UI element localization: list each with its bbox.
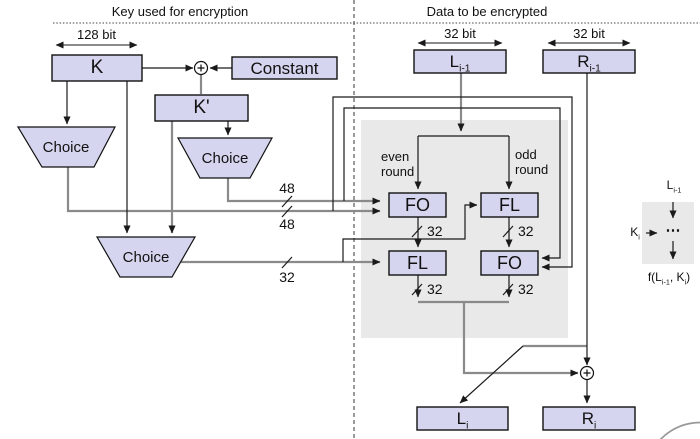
label-choice3: Choice — [122, 249, 170, 266]
label-bus32-fo-even: 32 — [427, 223, 443, 239]
slash-48-upper — [281, 195, 293, 208]
fo-even-box — [388, 192, 447, 218]
mini-out-p2: , K — [669, 270, 685, 284]
li-box — [416, 406, 509, 431]
mini-ellipsis-icon: ⋯ — [665, 222, 681, 239]
fl-even-box — [388, 250, 447, 276]
mini-out-s1: i-1 — [661, 277, 670, 287]
section-title-data: Data to be encrypted — [426, 4, 548, 19]
label-k: K — [90, 57, 104, 78]
wire-32-branch-to-fl-odd — [342, 201, 478, 262]
label-choice2: Choice — [201, 150, 249, 167]
mini-out-p3: ) — [686, 270, 691, 284]
section-title-key: Key used for encryption — [111, 4, 249, 19]
label-32bit-right: 32 bit — [573, 26, 605, 41]
slash-32-fl-even — [411, 283, 423, 296]
label-ri: Ri — [543, 409, 635, 432]
choice1-shape — [16, 126, 116, 168]
slash-32-fo-odd — [502, 283, 514, 296]
mini-out-p1: f(L — [647, 270, 662, 284]
label-constant: Constant — [250, 59, 319, 78]
mini-input-main: L — [666, 178, 674, 192]
label-bus32-fl-odd: 32 — [518, 223, 534, 239]
wire-48-outer-routing — [332, 96, 573, 271]
odd-line2: round — [515, 161, 549, 177]
label-choice1: Choice — [42, 139, 90, 156]
k-box — [51, 54, 143, 82]
wire-choice1-to-fo-even — [66, 167, 381, 215]
choice-trapezoids — [16, 126, 274, 278]
lprev-box — [413, 49, 507, 74]
label-bus48-upper: 48 — [279, 180, 295, 196]
register-boxes — [51, 49, 636, 431]
choice2-shape — [176, 137, 274, 179]
wire-choice2-to-fo-even — [226, 178, 381, 205]
rprev-main: R — [577, 52, 590, 71]
lprev-main: L — [449, 52, 460, 71]
choice3-shape — [95, 236, 197, 278]
label-rprev: Ri-1 — [543, 52, 635, 75]
corner-arc-decoration — [659, 421, 700, 439]
mini-key-main: K — [630, 225, 639, 239]
even-line2: round — [381, 163, 415, 179]
slash-48-lower — [281, 205, 293, 218]
mini-input-sub: i-1 — [673, 185, 682, 195]
lprev-sub: i-1 — [459, 63, 471, 75]
ri-main: R — [581, 409, 594, 428]
fl-odd-box — [480, 192, 539, 218]
label-bus32-fo-odd: 32 — [518, 281, 534, 297]
label-32bit-left: 32 bit — [444, 26, 476, 41]
wire-merge-to-xor — [462, 302, 579, 377]
black-wires — [63, 64, 677, 404]
label-128bit: 128 bit — [76, 27, 117, 42]
label-mini-key: Ki — [624, 225, 646, 242]
label-even-round: even round — [381, 149, 415, 179]
label-kprime: K' — [193, 97, 210, 118]
wire-diagonal-to-li — [459, 345, 524, 404]
label-fo-odd: FO — [497, 253, 522, 273]
xor2-plus-icon — [583, 369, 591, 377]
label-fo-even: FO — [405, 195, 430, 215]
li-main: L — [456, 409, 467, 428]
label-fl-odd: FL — [498, 195, 520, 215]
bus-slash-ticks — [281, 195, 514, 296]
constant-box — [231, 56, 338, 80]
label-bus32-key: 32 — [279, 269, 295, 285]
gray-bus-wires — [66, 73, 587, 377]
li-sub: i — [466, 420, 469, 432]
even-line1: even — [381, 149, 410, 164]
label-lprev: Li-1 — [414, 52, 506, 75]
label-fl-even: FL — [406, 253, 428, 273]
label-mini-input: Li-1 — [656, 178, 692, 195]
wire-48-inner-routing — [343, 107, 561, 262]
xor1-plus-icon — [197, 64, 205, 72]
fo-odd-box — [480, 250, 539, 276]
label-odd-round: odd round — [515, 147, 549, 177]
label-bus32-fl-even: 32 — [427, 281, 443, 297]
ri-sub: i — [594, 420, 597, 432]
slash-32-key — [281, 256, 293, 269]
xor-nodes — [193, 60, 595, 381]
rprev-sub: i-1 — [589, 63, 601, 75]
rprev-box — [542, 49, 636, 74]
odd-line1: odd — [515, 147, 537, 162]
label-bus48-lower: 48 — [279, 216, 295, 232]
slash-32-fl-odd — [502, 225, 514, 238]
slash-32-fo-even — [411, 225, 423, 238]
label-mini-output: f(Li-1, Ki) — [634, 270, 700, 287]
label-li: Li — [417, 409, 508, 432]
ri-box — [542, 406, 636, 431]
kprime-box — [154, 94, 249, 122]
mini-key-sub: i — [638, 232, 640, 242]
mini-out-s2: i — [684, 277, 687, 287]
